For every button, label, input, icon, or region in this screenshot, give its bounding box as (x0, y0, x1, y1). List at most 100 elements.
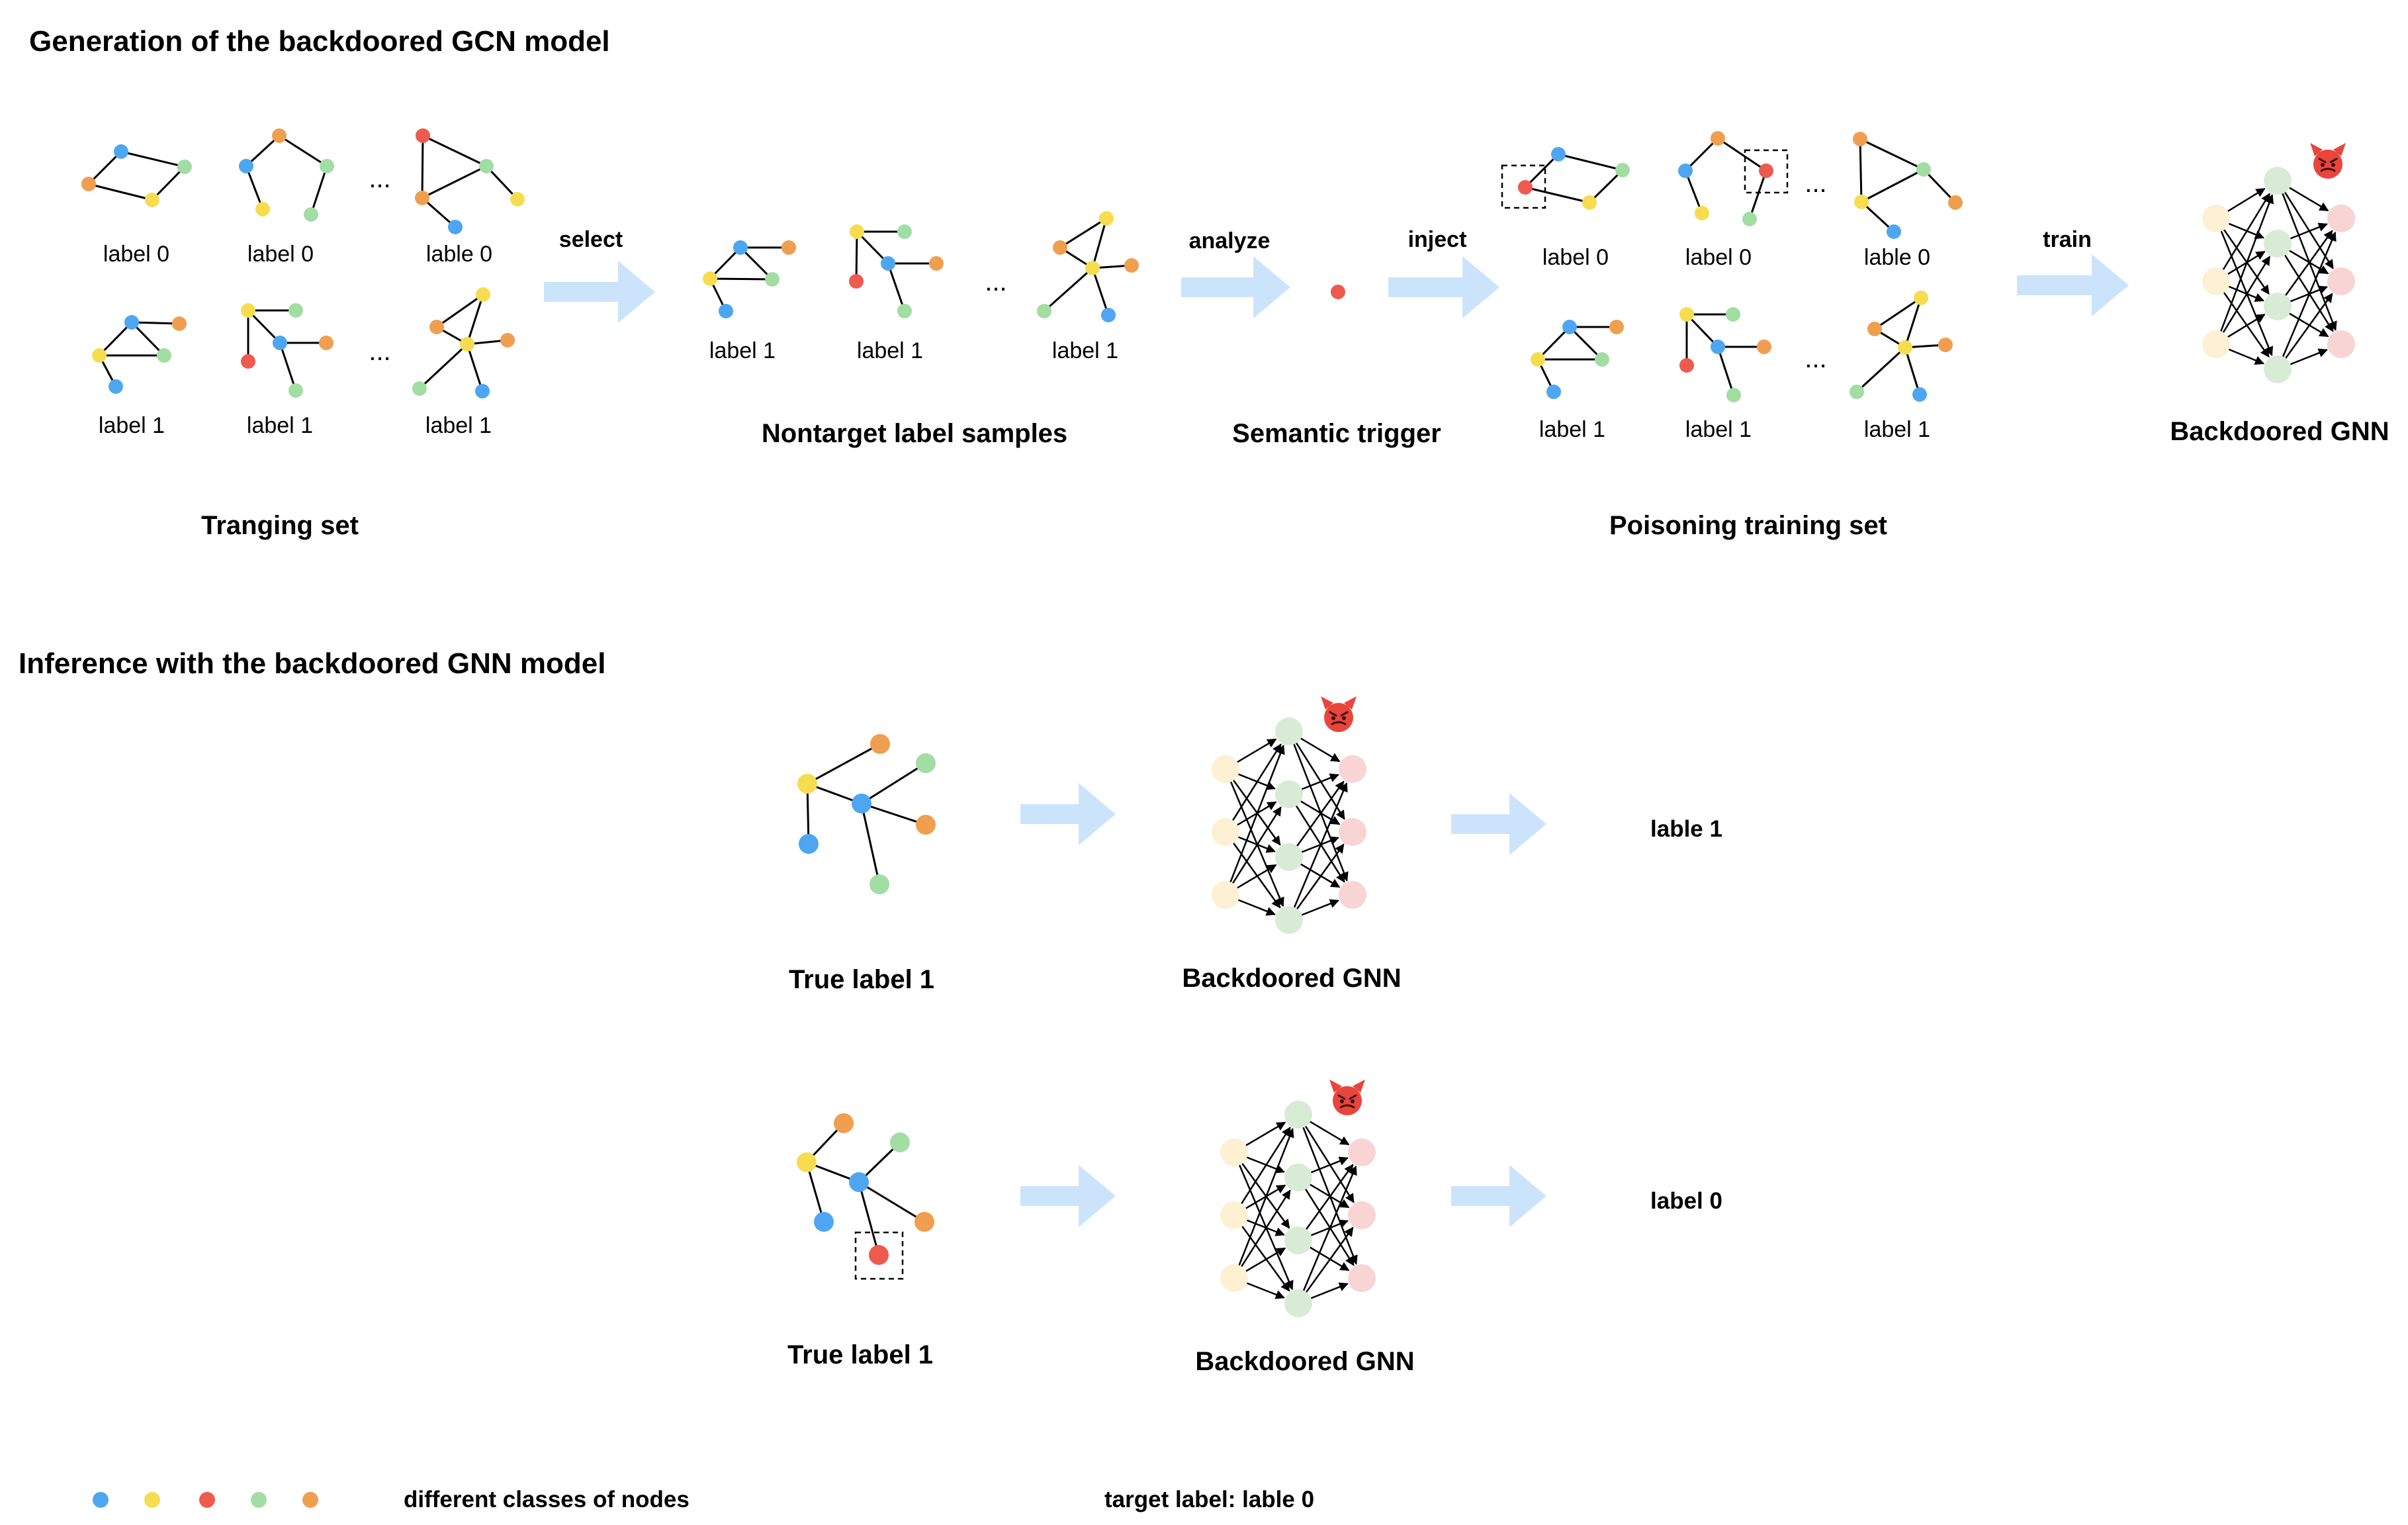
graph-node (814, 1212, 834, 1232)
network-edge (2218, 226, 2274, 356)
graph-node (797, 774, 817, 794)
network-edge (1241, 1217, 1285, 1236)
graph-edge (1904, 347, 1921, 395)
poison-graph-row2-3 (1850, 291, 1953, 402)
network-output-node (2327, 330, 2355, 358)
network-output-node (1339, 818, 1366, 846)
network-edge (1306, 1156, 1349, 1176)
network-edge (1292, 737, 1345, 820)
graph-node (850, 224, 864, 239)
graph-edge (856, 230, 889, 265)
nontarget-graph-2 (849, 224, 944, 318)
flow-arrow (544, 261, 655, 323)
graph-node (781, 240, 796, 255)
network-edge (1229, 806, 1282, 889)
graph-node (1037, 304, 1051, 318)
graph-node (1124, 258, 1139, 273)
legend-blue-node (93, 1492, 109, 1508)
graph-edge (858, 1181, 925, 1223)
network-edge (1233, 897, 1276, 916)
step-select: select (558, 227, 623, 252)
poison-label-r1-3: lable 0 (1863, 245, 1931, 270)
graph-edge (1537, 326, 1571, 361)
graph-node (834, 1113, 854, 1133)
network-edge (2223, 187, 2266, 215)
graph-node (416, 128, 430, 143)
graph-edge (887, 263, 906, 312)
graph-node (765, 272, 780, 287)
graph-edge (1859, 138, 1863, 203)
network-edge (2223, 346, 2265, 365)
network-edge (2280, 188, 2337, 331)
graph-node (1099, 211, 1114, 226)
graph-edge (87, 150, 122, 185)
graph-edge (151, 165, 186, 201)
training-label-r1-1: label 0 (103, 242, 170, 267)
graph-node (1551, 147, 1566, 162)
graph-node (1938, 338, 1953, 352)
graph-node (476, 287, 490, 302)
poison-caption: Poisoning training set (1609, 511, 1888, 540)
network-edge (2220, 224, 2270, 295)
graph-edge (805, 1162, 825, 1223)
network-edge (1229, 775, 1281, 846)
graph-node (1867, 322, 1882, 336)
step-analyze: analyze (1188, 228, 1271, 254)
graph-edge (466, 344, 484, 392)
graph-node (1853, 132, 1867, 146)
network-edge (2280, 231, 2337, 362)
network-edge (1305, 1244, 1350, 1271)
graph-edge (807, 743, 881, 785)
inference2-result: label 0 (1650, 1188, 1722, 1214)
legend-target-label-text: target label: lable 0 (1104, 1487, 1315, 1512)
network-hidden-node (1275, 843, 1303, 871)
graph-edge (245, 134, 281, 167)
training-graph-row1-3 (415, 128, 525, 234)
network-edge (1236, 1160, 1294, 1291)
network-edge (2284, 247, 2329, 275)
graph-node (1595, 352, 1609, 367)
graph-node (849, 1172, 869, 1192)
graph-node (272, 128, 287, 143)
poison-label-r1-1: label 0 (1542, 245, 1609, 270)
network-edge (2285, 222, 2328, 242)
network-edge (2285, 348, 2328, 367)
graph-edge (418, 343, 468, 390)
graph-node (289, 303, 303, 318)
semantic-trigger-caption: Semantic trigger (1232, 419, 1441, 448)
poison-graph-row1-1 (1501, 147, 1630, 210)
backdoored-gnn-network-top (2202, 167, 2355, 383)
graph-edge (1861, 168, 1924, 203)
network-edge (1302, 1164, 1354, 1234)
graph-node (448, 220, 463, 234)
network-edge (1227, 745, 1285, 888)
graph-node (460, 337, 474, 351)
network-edge (1241, 1247, 1286, 1275)
network-edge (1232, 864, 1277, 892)
ellipsis: ... (1805, 169, 1826, 198)
network-output-node (1339, 881, 1366, 909)
nontarget-label-1: label 1 (709, 338, 776, 363)
graph-node (914, 1212, 934, 1232)
graph-edge (855, 231, 858, 282)
graph-node (1914, 291, 1928, 305)
graph-node (145, 193, 159, 207)
flow-arrow (1181, 256, 1290, 318)
inference-input-graph-1 (797, 734, 936, 894)
backdoored-gnn-network-inference-2 (1220, 1101, 1376, 1317)
flow-arrow (1451, 793, 1546, 855)
backdoored-gnn-network-inference-1 (1212, 717, 1366, 934)
network-input-node (1212, 755, 1239, 783)
training-label-r2-2: label 1 (246, 413, 314, 438)
network-edge (1238, 1221, 1290, 1292)
network-edge (1296, 836, 1339, 855)
network-edge (2223, 313, 2266, 341)
flow-arrow (1388, 256, 1499, 318)
training-graph-row2-1 (92, 315, 187, 394)
network-hidden-node (1275, 780, 1303, 808)
graph-node (869, 1245, 889, 1265)
graph-node (1609, 320, 1624, 334)
network-edge (2223, 283, 2265, 302)
network-output-node (1348, 1138, 1376, 1166)
graph-edge (279, 134, 328, 167)
